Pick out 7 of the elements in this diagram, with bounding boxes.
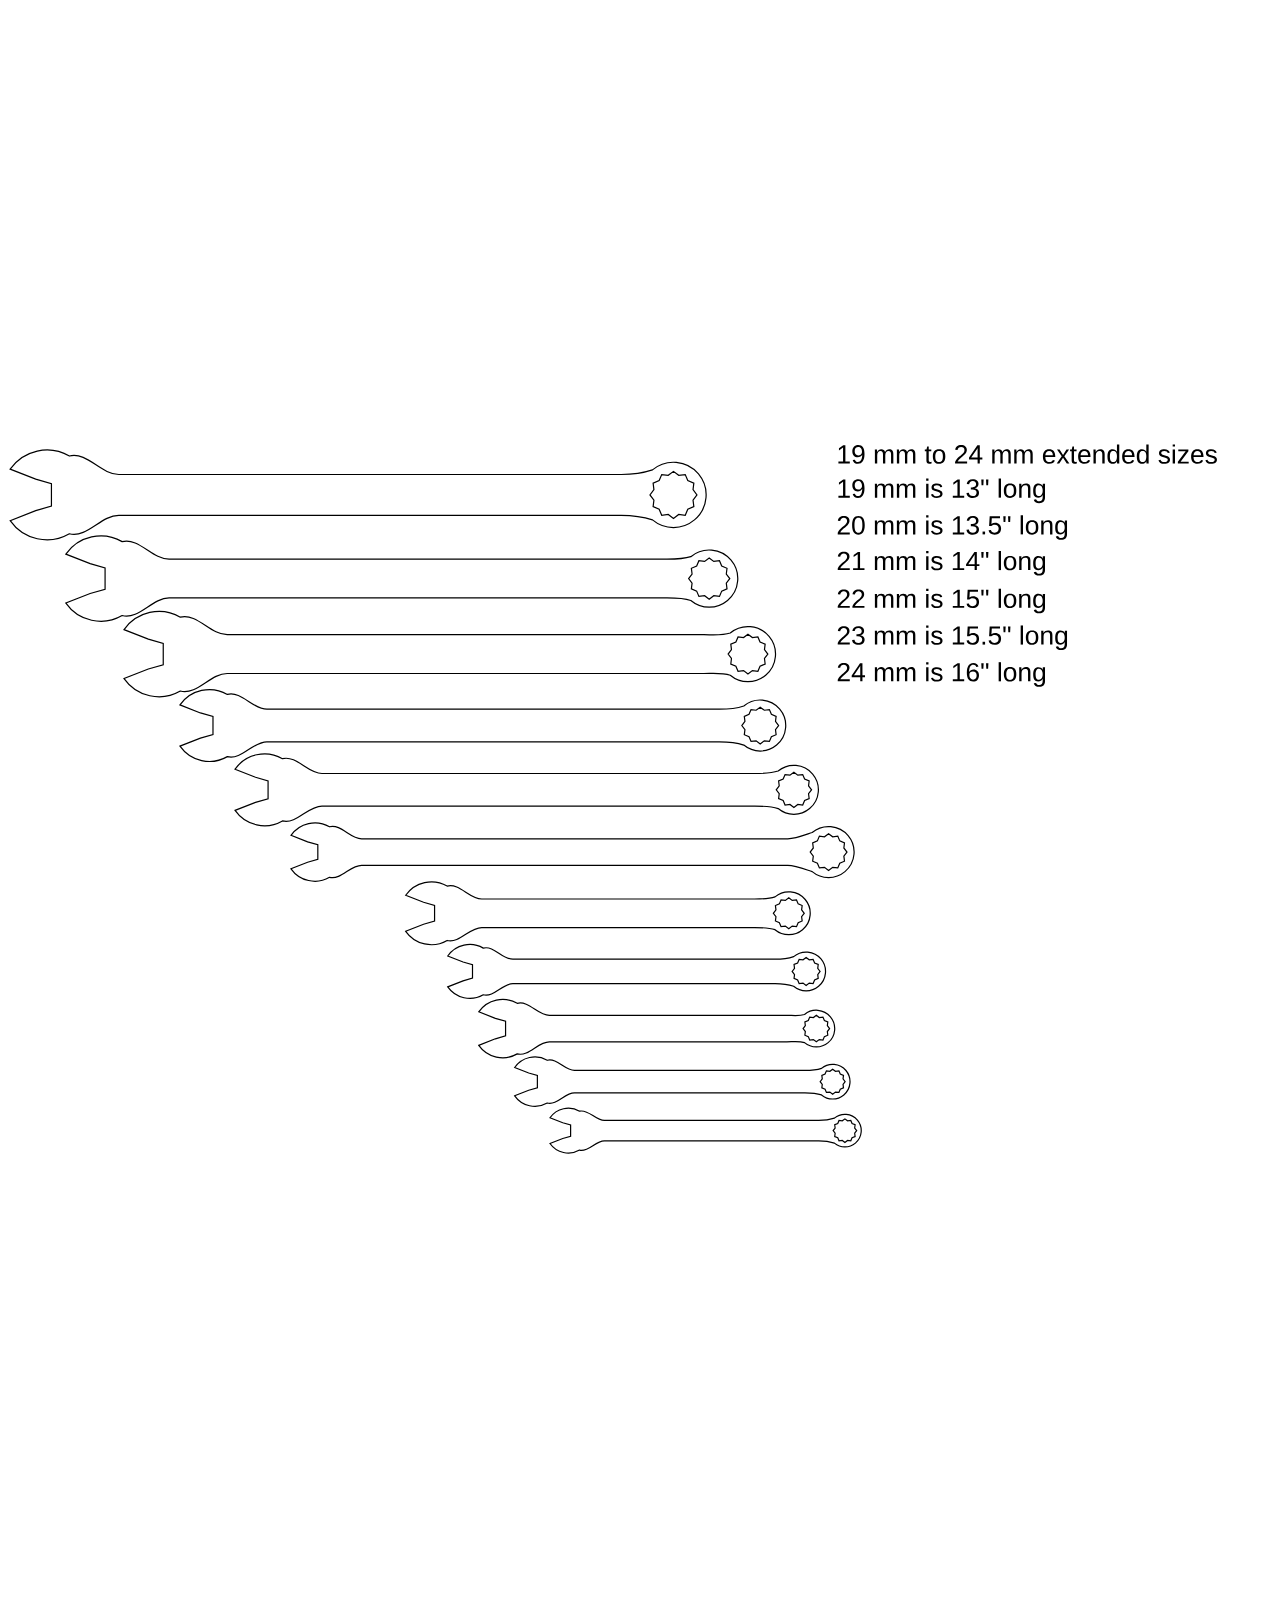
size-note: 20 mm is 13.5" long <box>837 515 1068 540</box>
size-note: 19 mm to 24 mm extended sizes <box>838 444 1217 464</box>
size-note: 19 mm is 13" long <box>838 478 1046 504</box>
size-note: 22 mm is 15" long <box>837 588 1046 614</box>
size-note: 24 mm is 16" long <box>837 662 1046 687</box>
size-note: 21 mm is 14" long <box>837 550 1046 576</box>
size-note: 23 mm is 15.5" long <box>837 625 1068 651</box>
